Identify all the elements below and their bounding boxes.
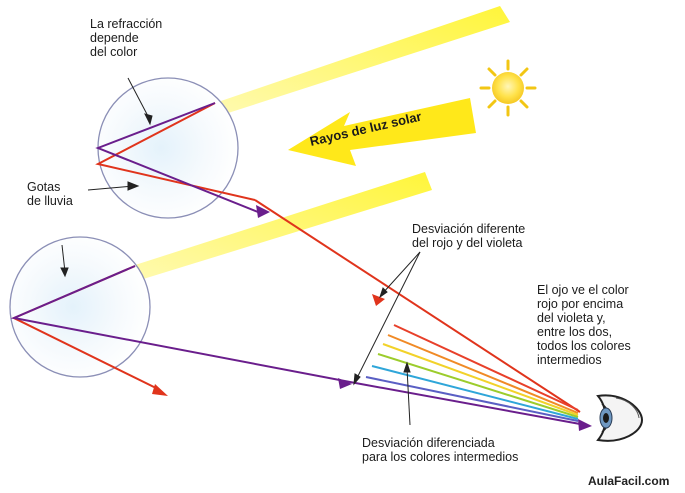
sun-icon (479, 59, 537, 117)
violet-eye-arrowhead (578, 419, 592, 431)
sunbeam-lower (132, 172, 432, 280)
spectrum-lines (365, 324, 579, 422)
violet-ray-lower (10, 265, 581, 425)
eye-explanation-label: El ojo ve el color rojo por encima del v… (537, 283, 631, 367)
pointer-lines (60, 77, 421, 426)
intermediate-colors-label: Desviación diferenciada para los colores… (362, 436, 519, 464)
refraction-label: La refracción depende del color (90, 17, 163, 59)
violet-ray-arrowhead (338, 378, 352, 389)
red-ray-arrowhead (372, 294, 385, 306)
sunrays-arrow: Rayos de luz solar (288, 98, 476, 166)
raindrop-upper (97, 77, 239, 219)
red-violet-deviation-label: Desviación diferente del rojo y del viol… (412, 222, 526, 250)
sunbeam-upper (215, 6, 510, 114)
violet-ray-upper (95, 102, 259, 213)
watermark: AulaFacil.com (588, 474, 670, 488)
eye-icon (596, 394, 644, 442)
red-ray-upper (95, 102, 256, 201)
raindrop-lower (9, 236, 151, 378)
raindrops-label: Gotas de lluvia (27, 180, 73, 208)
